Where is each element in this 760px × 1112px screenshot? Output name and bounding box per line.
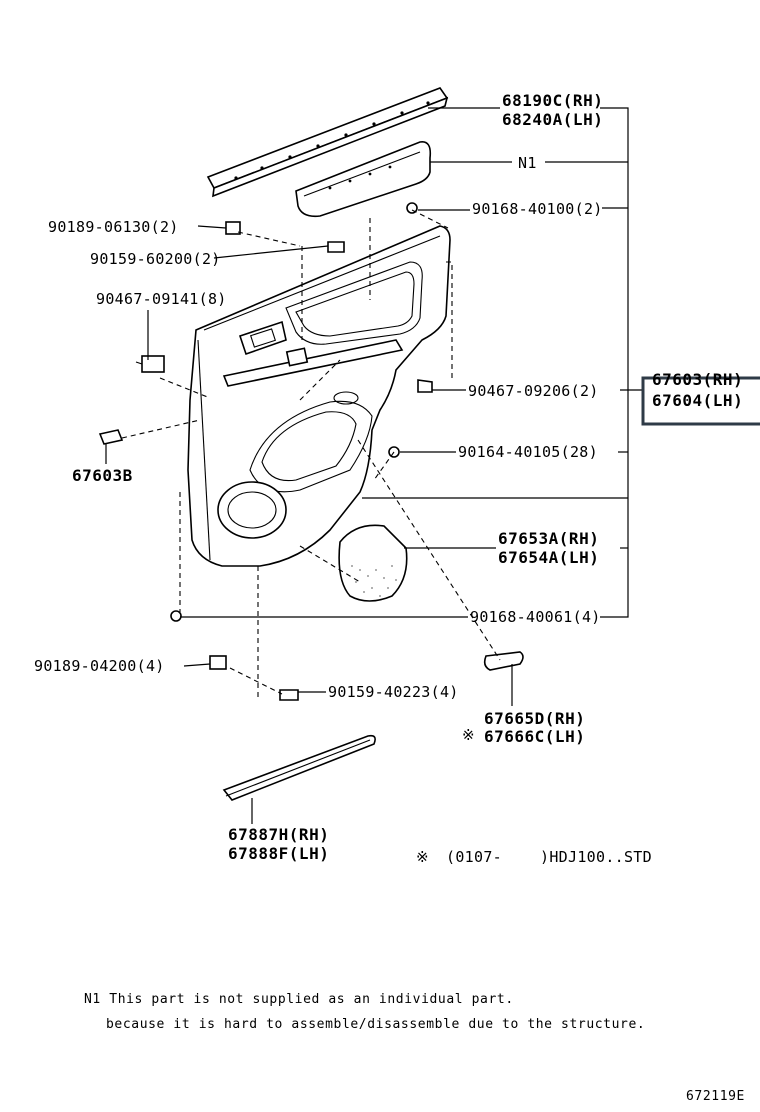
label-90168-40100[interactable]: 90168-40100(2) bbox=[472, 200, 603, 218]
label-90467-09206[interactable]: 90467-09206(2) bbox=[468, 382, 599, 400]
screw-90159-40223[interactable] bbox=[279, 689, 299, 701]
legend-mark-icon: ※ bbox=[462, 726, 475, 744]
label-90164-40105[interactable]: 90164-40105(28) bbox=[458, 443, 598, 461]
clip-90189-06130[interactable] bbox=[225, 221, 241, 235]
belt-moulding-part[interactable] bbox=[206, 87, 449, 198]
label-67888f[interactable]: 67888F(LH) bbox=[228, 844, 329, 863]
armrest-upper-part[interactable] bbox=[295, 141, 432, 218]
leader-lines bbox=[105, 107, 642, 824]
clip-90467-09206[interactable] bbox=[417, 379, 433, 393]
label-67654a[interactable]: 67654A(LH) bbox=[498, 548, 599, 567]
label-90189-06130[interactable]: 90189-06130(2) bbox=[48, 218, 179, 236]
legend-symbol: ※ bbox=[416, 848, 429, 866]
clip-90189-04200[interactable] bbox=[209, 655, 227, 670]
footnote-line-1: N1 This part is not supplied as an indiv… bbox=[84, 992, 514, 1007]
label-67603b[interactable]: 67603B bbox=[72, 466, 133, 485]
label-67653a[interactable]: 67653A(RH) bbox=[498, 529, 599, 548]
assembly-lines bbox=[121, 209, 501, 700]
label-90168-40061[interactable]: 90168-40061(4) bbox=[470, 608, 601, 626]
label-68240a[interactable]: 68240A(LH) bbox=[502, 110, 603, 129]
figure-id: 672119E bbox=[686, 1089, 745, 1104]
door-trim-panel[interactable] bbox=[187, 225, 451, 567]
highlight-box bbox=[641, 376, 760, 426]
label-67603-rh[interactable]: 67603(RH) bbox=[652, 370, 743, 389]
label-90189-04200[interactable]: 90189-04200(4) bbox=[34, 657, 165, 675]
label-n1[interactable]: N1 bbox=[518, 154, 537, 172]
label-90159-60200[interactable]: 90159-60200(2) bbox=[90, 250, 221, 268]
label-90159-40223[interactable]: 90159-40223(4) bbox=[328, 683, 459, 701]
screw-90168-40061[interactable] bbox=[170, 610, 182, 622]
label-67887h[interactable]: 67887H(RH) bbox=[228, 825, 329, 844]
label-90467-09141[interactable]: 90467-09141(8) bbox=[96, 290, 227, 308]
label-67604-lh[interactable]: 67604(LH) bbox=[652, 391, 743, 410]
cover-67665d[interactable] bbox=[483, 651, 524, 671]
scuff-strip-67887h[interactable] bbox=[222, 734, 376, 801]
label-67666c[interactable]: 67666C(LH) bbox=[484, 727, 585, 746]
clip-90168-40100[interactable] bbox=[406, 202, 418, 214]
label-67665d[interactable]: 67665D(RH) bbox=[484, 709, 585, 728]
screw-90159-60200[interactable] bbox=[327, 241, 345, 253]
label-68190c[interactable]: 68190C(RH) bbox=[502, 91, 603, 110]
footnote-line-2: because it is hard to assemble/disassemb… bbox=[106, 1017, 645, 1032]
legend-model: )HDJ100..STD bbox=[540, 848, 652, 866]
clip-67603b[interactable] bbox=[98, 429, 124, 445]
legend-code: (0107- bbox=[446, 848, 502, 866]
clip-90467-09141[interactable] bbox=[135, 355, 165, 373]
speaker-grille-part[interactable] bbox=[338, 524, 408, 602]
